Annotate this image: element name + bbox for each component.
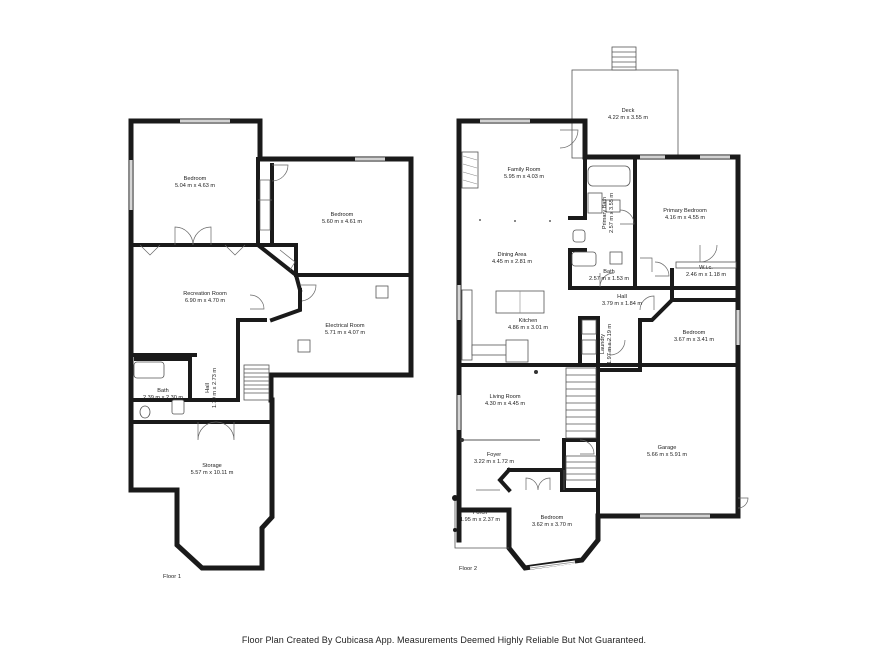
floor-1-plan — [128, 118, 414, 571]
room-name-dining-area: Dining Area — [498, 252, 528, 258]
room-dims-bedroom: 5.04 m x 4.63 m — [175, 183, 215, 189]
room-name-living-room: Living Room — [489, 394, 520, 400]
room-name-bedroom: Bedroom — [331, 212, 354, 218]
toilet-icon — [572, 229, 586, 243]
room-dims-primary-bath: 2.57 m x 3.55 m — [609, 193, 615, 233]
room-name-foyer: Foyer — [487, 452, 501, 458]
fireplace-icon — [461, 151, 479, 189]
room-name-bedroom: Bedroom — [683, 330, 706, 336]
floor-2-label: Floor 2 — [459, 566, 477, 572]
room-name-garage: Garage — [658, 445, 677, 451]
room-name-laundry: Laundry — [600, 334, 606, 354]
bathtub-icon — [587, 165, 631, 187]
room-name-bath: Bath — [603, 269, 615, 275]
closet-shelf — [675, 261, 737, 269]
room-name-hall: Hall — [617, 294, 627, 300]
floor-2-stairs — [565, 367, 597, 481]
washer-icon — [581, 319, 597, 335]
room-dims-bedroom: 3.67 m x 3.41 m — [674, 337, 714, 343]
room-name-hall: Hall — [205, 383, 211, 393]
room-name-bedroom: Bedroom — [184, 176, 207, 182]
room-dims-bedroom: 5.60 m x 4.61 m — [322, 219, 362, 225]
room-name-bath: Bath — [157, 388, 169, 394]
room-dims-kitchen: 4.86 m x 3.01 m — [508, 325, 548, 331]
room-name-primary-bath: Primary Bath — [602, 197, 608, 229]
room-dims-bath: 2.57 m x 1.53 m — [589, 276, 629, 282]
room-name-kitchen: Kitchen — [519, 318, 538, 324]
kitchen-counter-icon — [461, 289, 473, 361]
sink-icon — [171, 399, 185, 415]
room-dims-laundry: 1.97 m x 2.19 m — [607, 324, 613, 364]
sink-icon — [609, 251, 623, 265]
room-name-electrical-room: Electrical Room — [325, 323, 365, 329]
deck-stairs — [611, 46, 637, 71]
toilet-icon — [139, 405, 151, 419]
bathtub-icon — [571, 251, 597, 267]
room-dims-deck: 4.22 m x 3.55 m — [608, 115, 648, 121]
room-dims-recreation-room: 6.90 m x 4.70 m — [185, 298, 225, 304]
room-dims-porch: 1.95 m x 2.37 m — [460, 517, 500, 523]
room-dims-foyer: 3.22 m x 1.72 m — [474, 459, 514, 465]
room-dims-storage: 5.57 m x 10.11 m — [191, 470, 234, 476]
room-dims-wic: 2.46 m x 1.18 m — [686, 272, 726, 278]
room-name-storage: Storage — [202, 463, 222, 469]
room-dims-bedroom: 3.62 m x 3.70 m — [532, 522, 572, 528]
room-dims-electrical-room: 5.71 m x 4.07 m — [325, 330, 365, 336]
bathtub-icon — [133, 361, 165, 379]
room-name-family-room: Family Room — [508, 167, 541, 173]
room-dims-dining-area: 4.45 m x 2.81 m — [492, 259, 532, 265]
room-dims-hall: 3.79 m x 1.84 m — [602, 301, 642, 307]
porch-outline — [452, 495, 509, 549]
room-dims-living-room: 4.30 m x 4.45 m — [485, 401, 525, 407]
room-name-recreation-room: Recreation Room — [183, 291, 227, 297]
floor-1-exterior-walls — [128, 118, 414, 571]
room-name-wic: W.i.c. — [699, 265, 713, 271]
room-dims-garage: 5.66 m x 5.91 m — [647, 452, 687, 458]
deck-outline — [571, 69, 679, 159]
shower-icon — [587, 192, 603, 214]
floor-1-stairs — [243, 364, 270, 401]
dryer-icon — [581, 339, 597, 355]
footer-disclaimer: Floor Plan Created By Cubicasa App. Meas… — [241, 635, 647, 645]
electrical-panel-icon — [375, 285, 389, 299]
room-name-deck: Deck — [622, 108, 635, 114]
room-name-bedroom: Bedroom — [541, 515, 564, 521]
floor-2-plan — [452, 46, 749, 571]
room-dims-bath: 2.39 m x 2.30 m — [143, 395, 183, 401]
furnace-icon — [297, 339, 311, 353]
sink-icon — [605, 199, 621, 213]
floor-1-label: Floor 1 — [163, 574, 181, 580]
room-dims-family-room: 5.95 m x 4.03 m — [504, 174, 544, 180]
room-name-primary-bedroom: Primary Bedroom — [663, 208, 707, 214]
room-name-porch: Porch — [473, 510, 488, 516]
room-dims-primary-bedroom: 4.16 m x 4.55 m — [665, 215, 705, 221]
floor-2-exterior-walls — [456, 118, 741, 571]
room-dims-hall: 1.79 m x 2.73 m — [212, 368, 218, 408]
stove-icon — [505, 339, 529, 363]
